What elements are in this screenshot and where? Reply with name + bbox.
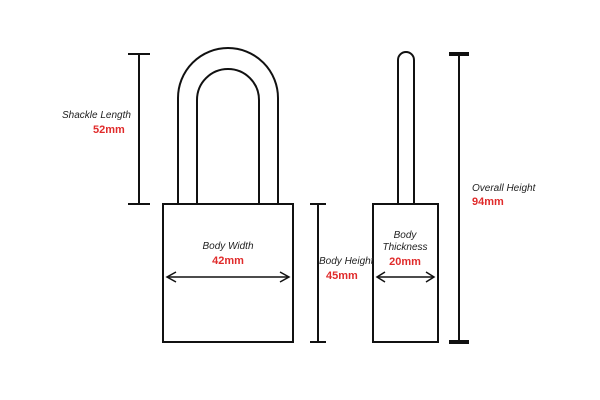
body-thickness-label-line1: Body — [393, 230, 417, 241]
body-height-label: Body Height — [319, 256, 374, 267]
front-shackle-outer — [177, 47, 279, 204]
overall-height-value: 94mm — [472, 196, 504, 208]
front-shackle-inner — [196, 68, 260, 204]
body-thickness-label-line2: Thickness — [382, 242, 428, 253]
overall-height-label: Overall Height — [472, 183, 536, 194]
side-lock-body — [372, 203, 439, 343]
body-thickness-arrowhead-left — [375, 271, 386, 283]
shackle-length-label: Shackle Length — [62, 110, 131, 121]
body-width-label: Body Width — [202, 241, 254, 252]
body-width-arrowhead-right — [279, 271, 291, 283]
side-shackle — [397, 51, 415, 204]
body-thickness-arrowhead-right — [425, 271, 436, 283]
body-thickness-value: 20mm — [389, 256, 421, 268]
shackle-length-value: 52mm — [93, 124, 125, 136]
body-height-value: 45mm — [326, 270, 358, 282]
body-width-arrowhead-left — [165, 271, 177, 283]
front-lock-body — [162, 203, 294, 343]
body-width-value: 42mm — [212, 255, 244, 267]
